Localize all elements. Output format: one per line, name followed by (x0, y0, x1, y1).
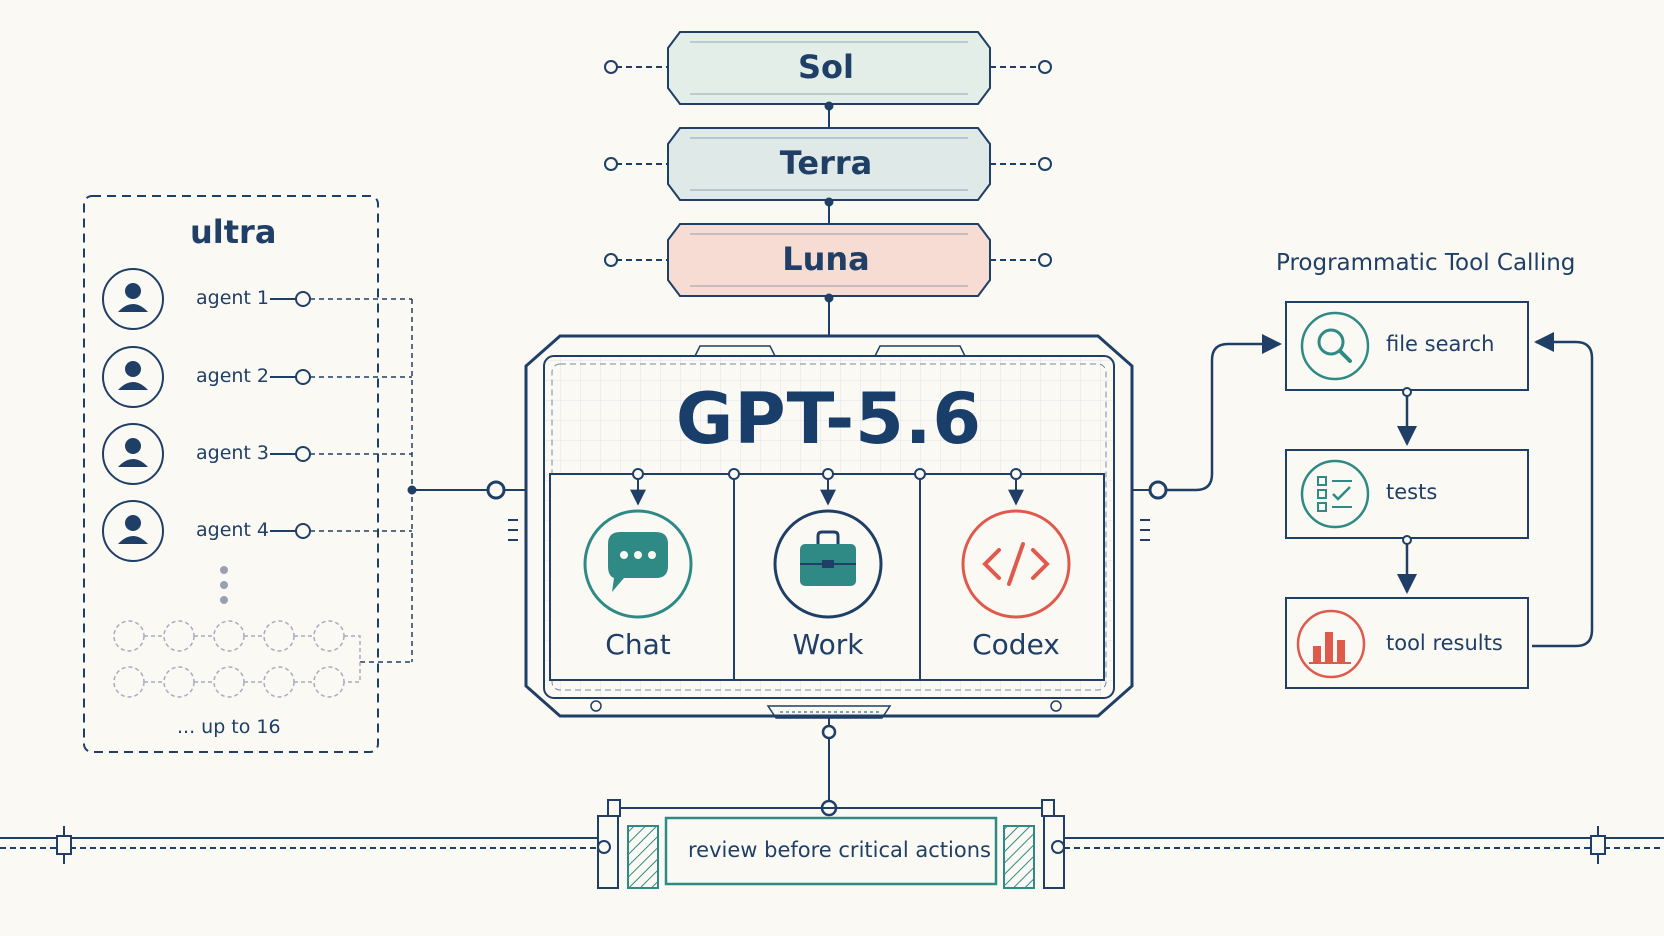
tool-calling-flow (1166, 301, 1594, 689)
agent-avatar-4 (102, 500, 164, 562)
ultra-title: ultra (190, 213, 277, 251)
tier-label-sol: Sol (798, 48, 854, 86)
agent-label-2: agent 2 (196, 365, 270, 387)
tier-label-terra: Terra (779, 144, 873, 182)
mode-label-chat: Chat (605, 628, 671, 661)
magnifier-icon (1300, 311, 1370, 381)
tier-box-luna (667, 223, 991, 297)
tier-box-terra (667, 127, 991, 201)
tool-step-tests: tests (1386, 480, 1438, 504)
agent-avatar-3 (102, 423, 164, 485)
agent-label-3: agent 3 (196, 442, 270, 464)
code-icon (961, 509, 1071, 619)
placeholder-agents (113, 620, 361, 698)
tier-box-sol (667, 31, 991, 105)
agent-avatar-1 (102, 268, 164, 330)
tier-label-luna: Luna (782, 240, 870, 278)
agent-label-1: agent 1 (196, 287, 270, 309)
checklist-icon (1300, 459, 1370, 529)
agent-avatar-2 (102, 346, 164, 408)
mode-label-codex: Codex (972, 628, 1060, 661)
chat-bubble-icon (583, 509, 693, 619)
bar-chart-icon (1296, 609, 1366, 679)
ultra-panel (83, 195, 490, 753)
mode-label-work: Work (792, 628, 864, 661)
agent-label-4: agent 4 (196, 519, 270, 541)
briefcase-icon (773, 509, 883, 619)
tool-step-tool-results: tool results (1386, 631, 1503, 655)
model-tier-stack (604, 31, 1052, 336)
tool-step-file-search: file search (1386, 332, 1495, 356)
tool-calling-title: Programmatic Tool Calling (1276, 250, 1576, 276)
review-rail (0, 716, 1664, 889)
more-agents-label: ... up to 16 (177, 716, 281, 738)
core-title: GPT-5.6 (675, 378, 983, 460)
review-label: review before critical actions (688, 838, 991, 862)
